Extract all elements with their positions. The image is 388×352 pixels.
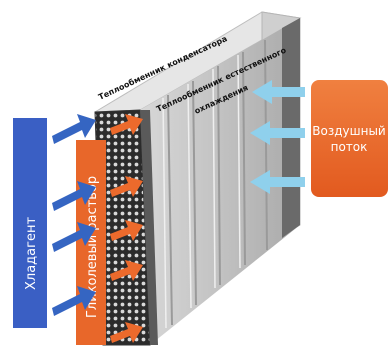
blue-arrow-icon (52, 222, 96, 252)
air-arrow-icon (252, 80, 305, 104)
glycol-bar (76, 140, 106, 345)
air-flow-label-line2: поток (331, 140, 368, 154)
refrigerant-label: Хладагент (24, 217, 39, 290)
orange-arrows (110, 114, 143, 343)
frame-edge (140, 110, 158, 345)
air-arrows (250, 80, 305, 194)
blue-arrows (52, 114, 96, 316)
air-flow-label-line1: Воздушный (312, 124, 385, 138)
blue-arrow-icon (52, 114, 96, 144)
blue-arrow-icon (52, 181, 96, 211)
orange-arrow-icon (110, 322, 143, 343)
orange-arrow-icon (110, 220, 143, 241)
air-arrow-icon (250, 170, 305, 194)
orange-arrow-icon (110, 176, 143, 197)
orange-arrow-icon (110, 260, 143, 281)
air-flow-box (311, 80, 388, 197)
fin-highlights (162, 54, 241, 329)
orange-arrow-icon (110, 114, 143, 135)
refrigerant-bar (13, 118, 47, 328)
fin-lines (167, 39, 268, 326)
glycol-label: Гликолевый раствор (85, 176, 100, 318)
blue-arrow-icon (52, 286, 96, 316)
air-arrow-icon (250, 121, 305, 145)
